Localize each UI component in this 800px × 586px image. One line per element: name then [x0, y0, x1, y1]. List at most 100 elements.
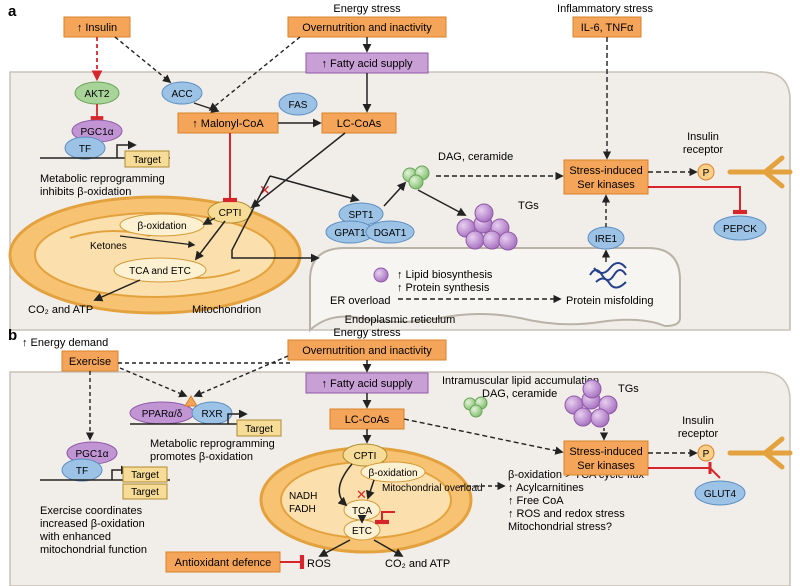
panel-a-arrows: ✕	[90, 36, 747, 304]
dgat1-node	[365, 220, 415, 244]
overnutrition-label-b: Overnutrition and inactivity	[302, 345, 432, 357]
pgc1a-label-a: PGC1α	[80, 127, 113, 138]
tf-node-a	[64, 136, 106, 160]
insulin-receptor-b-icon	[727, 436, 793, 470]
spt1-label: SPT1	[348, 210, 373, 221]
target-box-a	[124, 150, 170, 168]
er-overload-label: ER overload	[330, 295, 391, 307]
exercise-text-line4: mitochondrial function	[40, 544, 147, 556]
exercise-text-line2: increased β-oxidation	[40, 518, 145, 530]
panel-b-arrows	[85, 355, 721, 569]
blocked-cross-icon: ✕	[356, 487, 367, 502]
fatty-acid-supply-label-b: ↑ Fatty acid supply	[321, 378, 413, 390]
cpt1-node-b	[342, 443, 388, 467]
misfolded-protein-icon	[589, 262, 627, 289]
tgs-cluster-a	[456, 203, 518, 251]
ire1-label: IRE1	[595, 234, 618, 245]
antioxidant-label: Antioxidant defence	[175, 557, 272, 569]
dag-droplet-b	[469, 404, 483, 418]
insulin-receptor-b-line2: receptor	[678, 428, 719, 440]
stress-kinases-box-b	[563, 440, 649, 476]
energy-demand-label: ↑ Energy demand	[22, 337, 108, 349]
insulin-label: ↑ Insulin	[77, 22, 117, 34]
co2-atp-label-a: CO₂ and ATP	[28, 304, 93, 316]
tgs-label-b: TGs	[618, 383, 639, 395]
reprogramming-b-line1: Metabolic reprogramming	[150, 438, 275, 450]
energy-stress-label-b: Energy stress	[333, 327, 401, 339]
outcome-line4: ↑ ROS and redox stress	[508, 508, 625, 520]
cpt1-label-a: CPTI	[219, 208, 242, 219]
malonyl-coa-label: ↑ Malonyl-CoA	[192, 118, 264, 130]
reprogramming-a-line1: Metabolic reprogramming	[40, 173, 165, 185]
reprogramming-b-line2: promotes β-oxidation	[150, 451, 253, 463]
target-box-b	[236, 419, 282, 437]
dgat1-label: DGAT1	[374, 228, 407, 239]
tf-label-b: TF	[76, 466, 88, 477]
exercise-text-line1: Exercise coordinates	[40, 505, 143, 517]
acc-node	[161, 81, 203, 105]
lc-coas-label-a: LC-CoAs	[337, 118, 382, 130]
il6-tnf-label: IL-6, TNFα	[581, 22, 634, 34]
ppar-label: PPARα/δ	[142, 409, 183, 420]
dag-ceramide-label-b: DAG, ceramide	[482, 388, 557, 400]
target-box-b2	[122, 483, 168, 500]
gpat1-label: GPAT1	[334, 228, 366, 239]
tf-label-a: TF	[79, 144, 91, 155]
beta-oxidation-label-b: β-oxidation	[368, 468, 417, 479]
tgs-label-a: TGs	[518, 200, 539, 212]
dag-droplet	[408, 174, 424, 190]
inhibited-cross-icon: ✕	[259, 182, 271, 198]
phospho-badge-b	[697, 444, 715, 462]
rxr-label: RXR	[201, 409, 222, 420]
ketones-label: Ketones	[90, 241, 127, 252]
pgc1a-label-b: PGC1α	[75, 449, 108, 460]
fatty-acid-supply-label-a: ↑ Fatty acid supply	[321, 58, 413, 70]
phospho-label-b: P	[703, 449, 710, 460]
fadh-label: FADH	[289, 504, 316, 515]
tgs-cluster-b	[564, 379, 618, 428]
ros-label: ROS	[307, 558, 331, 570]
phospho-label-a: P	[703, 168, 710, 179]
phospho-badge-a	[697, 163, 715, 181]
panel-a-label: a	[8, 3, 17, 20]
target-label-b: Target	[245, 424, 273, 435]
glut4-node	[694, 480, 746, 506]
lipid-biosynthesis-label: ↑ Lipid biosynthesis	[397, 269, 493, 281]
exercise-text-line3: with enhanced	[39, 531, 111, 543]
beta-oxidation-node-a	[119, 213, 205, 237]
panel-b-label: b	[8, 327, 17, 344]
intramuscular-label: Intramuscular lipid accumulation	[442, 375, 599, 387]
tca-etc-label-a: TCA and ETC	[129, 266, 191, 277]
insulin-receptor-a-line1: Insulin	[687, 131, 719, 143]
insulin-receptor-a-icon	[727, 155, 793, 189]
stress-kinases-box-a	[563, 159, 649, 195]
stress-kinases-b-line1: Stress-induced	[569, 446, 642, 458]
acc-label: ACC	[171, 89, 192, 100]
cpt1-label-b: CPTI	[354, 451, 377, 462]
target-label-a: Target	[133, 155, 161, 166]
insulin-receptor-b-line1: Insulin	[682, 415, 714, 427]
outcome-line5: Mitochondrial stress?	[508, 521, 612, 533]
endoplasmic-reticulum-a	[309, 247, 681, 333]
tf-node-b	[61, 458, 103, 482]
outcome-line3: ↑ Free CoA	[508, 495, 564, 507]
target-label-b1: Target	[131, 470, 159, 481]
nadh-label: NADH	[289, 491, 317, 502]
stress-kinases-a-line2: Ser kinases	[577, 179, 635, 191]
target-box-b1	[122, 466, 168, 483]
lc-coas-label-b: LC-CoAs	[345, 414, 390, 426]
er-label: Endoplasmic reticulum	[345, 314, 456, 326]
beta-oxidation-node-b	[360, 461, 426, 483]
protein-synthesis-label: ↑ Protein synthesis	[397, 282, 490, 294]
lipid-droplet-icon	[373, 267, 389, 283]
ligand-icon	[184, 395, 198, 407]
beta-oxidation-label-a: β-oxidation	[137, 221, 186, 232]
pepck-label: PEPCK	[723, 224, 757, 235]
mitochondrion-label: Mitochondrion	[192, 304, 261, 316]
etc-label-b: ETC	[352, 526, 372, 537]
fas-label: FAS	[289, 100, 308, 111]
energy-stress-label-a: Energy stress	[333, 3, 401, 15]
tca-label-b: TCA	[352, 506, 372, 517]
fas-node	[278, 92, 318, 116]
